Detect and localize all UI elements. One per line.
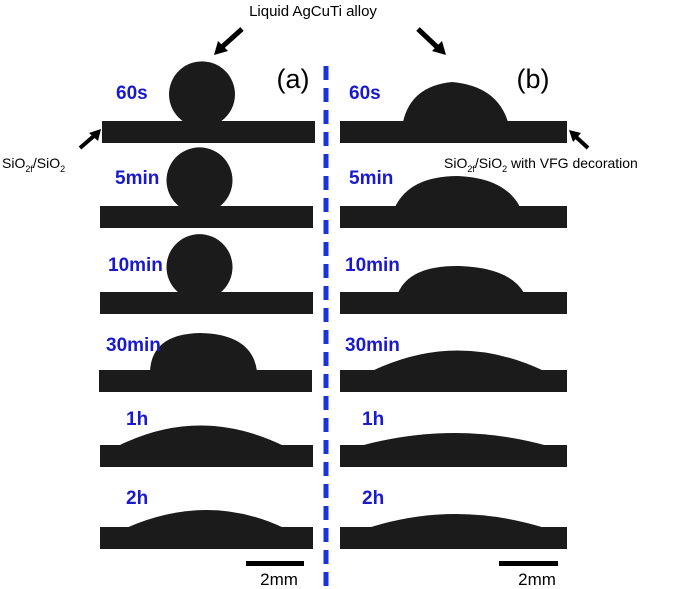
panel-a-samples xyxy=(99,61,315,549)
time-label-b-5: 2h xyxy=(362,488,384,509)
time-label-b-0: 60s xyxy=(349,83,381,104)
panel-a-label: (a) xyxy=(277,64,310,94)
scale-label-a: 2mm xyxy=(260,570,298,589)
time-label-a-0: 60s xyxy=(116,83,148,104)
sample-a-10min xyxy=(100,234,313,314)
sample-a-30min xyxy=(99,333,312,392)
time-label-b-4: 1h xyxy=(362,409,384,430)
sample-b-5min xyxy=(340,176,567,228)
arrow-left-icon xyxy=(214,27,244,55)
sample-b-30min xyxy=(340,350,567,392)
time-label-a-5: 2h xyxy=(126,488,148,509)
sample-a-5min xyxy=(100,147,313,228)
substrate-label-b: SiO2f/SiO2 with VFG decoration xyxy=(444,155,638,174)
scale-label-b: 2mm xyxy=(518,570,556,589)
substrate-label-a: SiO2f/SiO2 xyxy=(2,155,65,174)
panel-b-samples xyxy=(340,82,567,549)
substrate-arrow-b-icon xyxy=(569,130,590,150)
time-label-b-3: 30min xyxy=(345,335,400,356)
sample-a-1h xyxy=(100,425,313,467)
sample-a-60s xyxy=(102,61,315,143)
time-label-b-1: 5min xyxy=(349,168,393,189)
scale-bar-b xyxy=(499,561,558,566)
sample-a-2h xyxy=(100,510,313,549)
time-label-a-4: 1h xyxy=(126,409,148,430)
sample-b-1h xyxy=(340,433,567,467)
panel-b-label: (b) xyxy=(517,64,550,94)
figure-title: Liquid AgCuTi alloy xyxy=(249,3,377,20)
arrow-right-icon xyxy=(416,27,446,55)
scale-bar-a xyxy=(246,561,304,566)
substrate-arrow-a-icon xyxy=(78,129,101,150)
time-label-a-2: 10min xyxy=(108,255,163,276)
time-label-a-3: 30min xyxy=(106,335,161,356)
time-label-a-1: 5min xyxy=(115,168,159,189)
sample-b-10min xyxy=(340,265,567,314)
sample-b-2h xyxy=(340,514,567,549)
sample-b-60s xyxy=(340,82,567,143)
time-label-b-2: 10min xyxy=(345,255,400,276)
